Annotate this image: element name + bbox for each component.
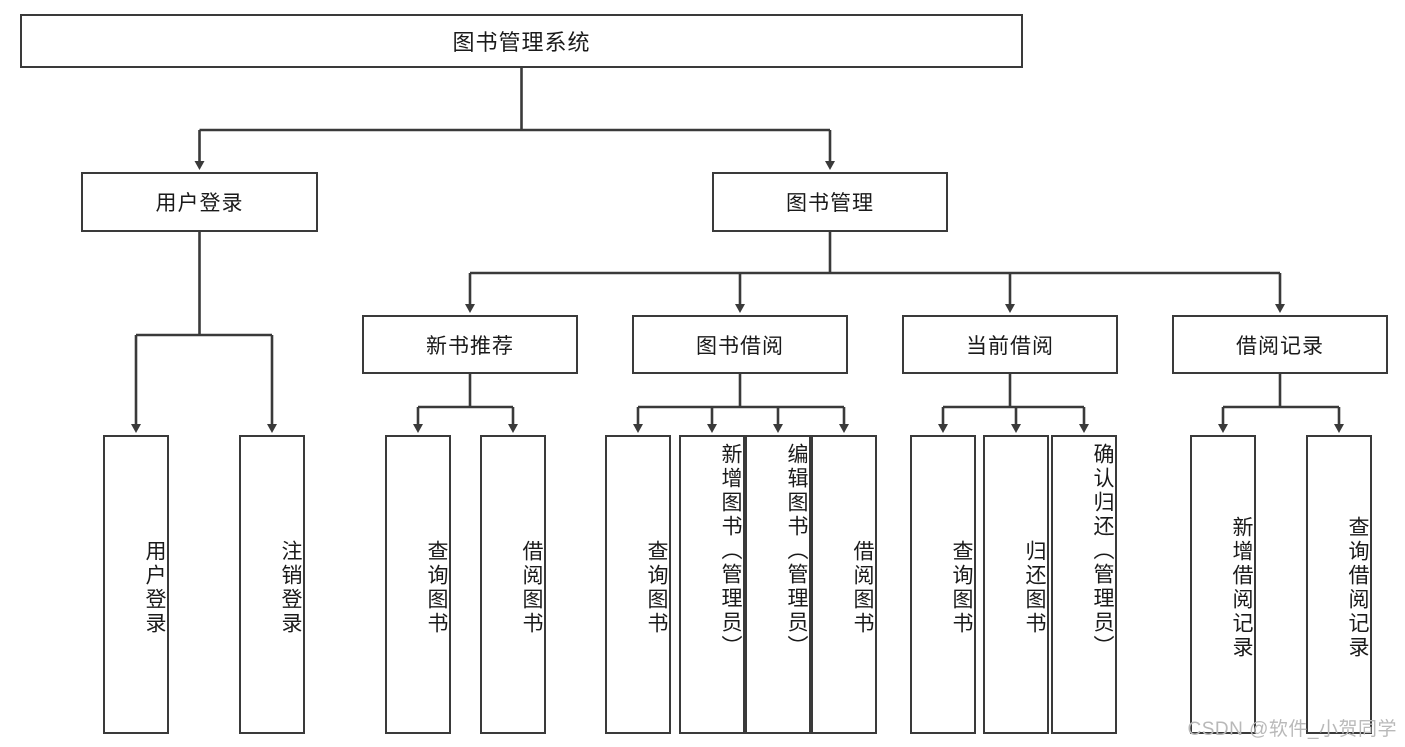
node-label: 用户登录: [155, 192, 244, 215]
node-label: 归还图书: [1023, 539, 1046, 636]
node-label: 查询图书: [645, 539, 668, 636]
node-label: 查询借阅记录: [1346, 515, 1369, 660]
node-leaf-add-book[interactable]: 新增图书（管理员）: [679, 435, 745, 734]
node-label: 图书借阅: [696, 334, 784, 358]
node-book-management[interactable]: 图书管理: [712, 172, 948, 232]
node-book-borrow[interactable]: 图书借阅: [632, 315, 848, 374]
node-label: 新增借阅记录: [1230, 515, 1253, 660]
node-label: 注销登录: [279, 539, 302, 636]
csdn-watermark: CSDN @软件_小贺同学: [1187, 719, 1397, 740]
node-label: 当前借阅: [966, 334, 1054, 358]
node-current-borrow[interactable]: 当前借阅: [902, 315, 1118, 374]
node-leaf-add-borrow-record[interactable]: 新增借阅记录: [1190, 435, 1256, 734]
node-label: 新书推荐: [426, 334, 514, 358]
node-label: 新增图书（管理员）: [719, 443, 742, 659]
node-leaf-return-book[interactable]: 归还图书: [983, 435, 1049, 734]
node-label: 图书管理: [786, 192, 874, 215]
node-label: 查询图书: [950, 539, 973, 636]
node-leaf-confirm-return[interactable]: 确认归还（管理员）: [1051, 435, 1117, 734]
node-label: 图书管理系统: [452, 30, 591, 55]
node-leaf-user-login[interactable]: 用户登录: [103, 435, 169, 734]
node-leaf-query-borrow-record[interactable]: 查询借阅记录: [1306, 435, 1372, 734]
node-user-login[interactable]: 用户登录: [81, 172, 318, 232]
node-leaf-edit-book[interactable]: 编辑图书（管理员）: [745, 435, 811, 734]
node-leaf-borrow-book-recommend[interactable]: 借阅图书: [480, 435, 546, 734]
node-label: 确认归还（管理员）: [1091, 443, 1114, 659]
node-new-book-recommend[interactable]: 新书推荐: [362, 315, 578, 374]
node-label: 编辑图书（管理员）: [785, 443, 808, 659]
node-leaf-query-book-current[interactable]: 查询图书: [910, 435, 976, 734]
node-label: 用户登录: [143, 539, 166, 636]
node-leaf-query-book-recommend[interactable]: 查询图书: [385, 435, 451, 734]
node-leaf-borrow-book[interactable]: 借阅图书: [811, 435, 877, 734]
node-leaf-query-book-borrow[interactable]: 查询图书: [605, 435, 671, 734]
node-root[interactable]: 图书管理系统: [20, 14, 1023, 68]
node-label: 借阅图书: [851, 539, 874, 636]
node-label: 借阅图书: [520, 539, 543, 636]
node-label: 借阅记录: [1236, 334, 1324, 358]
node-leaf-user-logout[interactable]: 注销登录: [239, 435, 305, 734]
node-borrow-record[interactable]: 借阅记录: [1172, 315, 1388, 374]
node-label: 查询图书: [425, 539, 448, 636]
